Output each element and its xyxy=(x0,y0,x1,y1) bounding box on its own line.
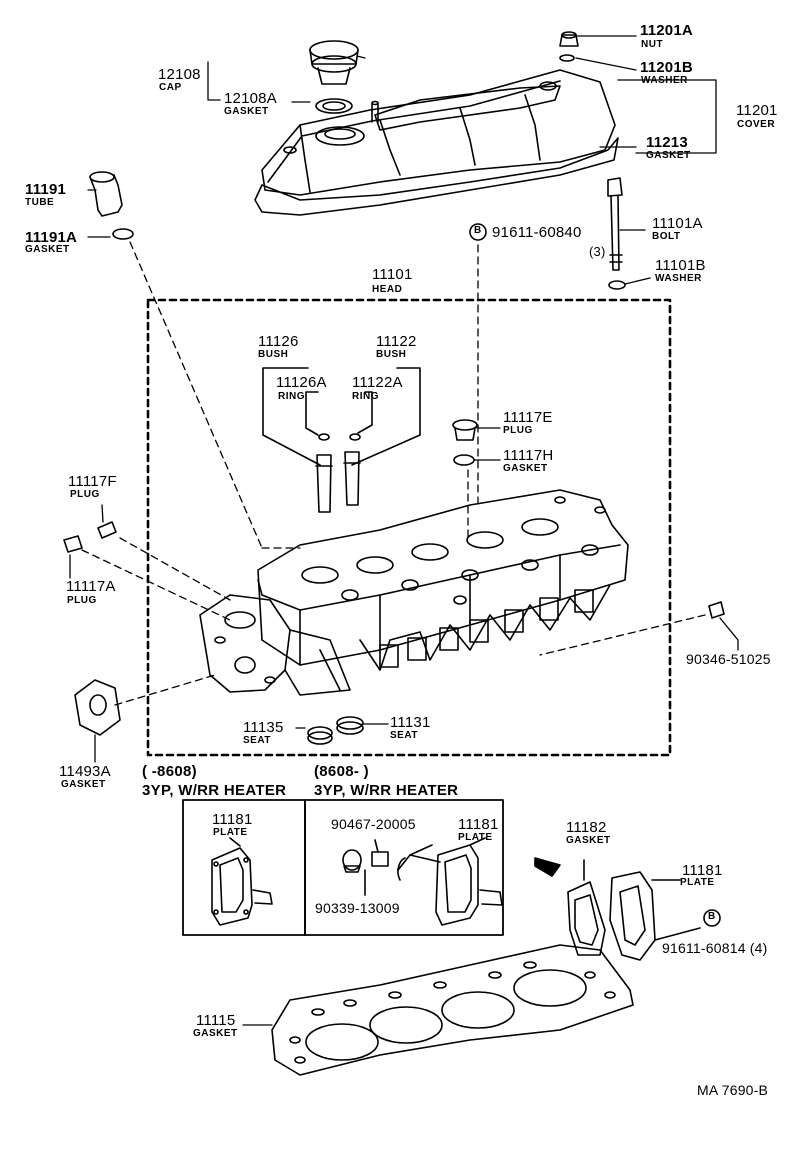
part-name-bolt: BOLT xyxy=(652,231,681,242)
part-number-91611-60814: 91611-60814 (4) xyxy=(662,940,768,956)
part-number-11101b: 11101B xyxy=(655,257,706,274)
solid-leader-lines xyxy=(69,35,739,763)
plug-11117e-illustration xyxy=(452,419,478,466)
part-number-91611-60840: 91611-60840 xyxy=(492,224,582,241)
part-name-gasket-11493a: GASKET xyxy=(61,779,106,790)
plugs-11117-illustration xyxy=(63,521,117,553)
part-number-11101a: 11101A xyxy=(652,215,703,232)
bush-11122-leader xyxy=(351,367,421,466)
gasket-11182-illustration xyxy=(534,857,606,956)
part-number-11122a: 11122A xyxy=(352,374,403,391)
dashed-assembly-lines xyxy=(81,241,706,706)
range-note-right: (8608- ) xyxy=(314,763,369,780)
part-name-head: HEAD xyxy=(372,284,403,295)
cylinder-head-casting-illustration xyxy=(199,489,629,696)
part-number-11115: 11115 xyxy=(196,1012,236,1029)
part-name-washer: WASHER xyxy=(641,75,688,86)
part-name-plug-11117a: PLUG xyxy=(67,595,97,606)
plate-11181-right-illustration xyxy=(609,871,701,961)
range-note-left: ( -8608) xyxy=(142,763,197,780)
b-marker-circles xyxy=(469,223,721,927)
head-assembly-boundary xyxy=(146,298,672,757)
part-name-gasket-11182: GASKET xyxy=(566,835,611,846)
part-name-plate-mid: PLATE xyxy=(458,832,493,843)
bush-11126-leader xyxy=(262,367,321,466)
stud-90346-illustration xyxy=(708,601,725,619)
part-number-11122: 11122 xyxy=(376,333,417,350)
part-number-11126a: 11126A xyxy=(276,374,327,391)
part-number-11181-left: 11181 xyxy=(212,811,253,828)
part-number-11213: 11213 xyxy=(646,134,688,151)
ring-11122a-leader xyxy=(357,391,373,434)
cylinder-head-cover-illustration xyxy=(254,69,619,216)
quantity-3: (3) xyxy=(589,244,606,259)
part-name-bush-11122: BUSH xyxy=(376,349,407,360)
part-name-tube: TUBE xyxy=(25,197,55,208)
part-number-90339-13009: 90339-13009 xyxy=(315,900,400,916)
spec-note-right: 3YP, W/RR HEATER xyxy=(314,782,459,799)
part-number-11135: 11135 xyxy=(243,719,284,736)
part-name-gasket-11115: GASKET xyxy=(193,1028,238,1039)
part-name-plug-11117e: PLUG xyxy=(503,425,533,436)
part-number-11126: 11126 xyxy=(258,333,299,350)
valve-guide-bushes-illustration xyxy=(315,433,361,513)
part-name-ring-11126a: RING xyxy=(278,391,305,402)
gasket-11493a-illustration xyxy=(74,679,121,736)
part-number-11181-mid: 11181 xyxy=(458,816,499,833)
part-number-12108: 12108 xyxy=(158,66,201,83)
part-name-nut: NUT xyxy=(641,39,664,50)
part-number-11191: 11191 xyxy=(25,181,67,198)
spec-note-left: 3YP, W/RR HEATER xyxy=(142,782,287,799)
part-number-11117a: 11117A xyxy=(66,578,116,595)
part-number-90467-20005: 90467-20005 xyxy=(331,816,416,832)
part-number-11101: 11101 xyxy=(372,266,413,283)
part-name-plate-right: PLATE xyxy=(680,877,715,888)
part-number-11181-right: 11181 xyxy=(682,862,723,879)
part-name-gasket-12108a: GASKET xyxy=(224,106,269,117)
part-number-11201b: 11201B xyxy=(640,59,693,76)
plate-mid-illustration xyxy=(342,837,503,926)
part-name-plug-11117f: PLUG xyxy=(70,489,100,500)
part-name-seat-11131: SEAT xyxy=(390,730,418,741)
plate-left-illustration xyxy=(211,837,273,926)
head-gasket-11115-illustration xyxy=(242,944,634,1076)
part-name-gasket-11117h: GASKET xyxy=(503,463,548,474)
head-bolt-illustration xyxy=(607,177,626,290)
part-name-washer-11101b: WASHER xyxy=(655,273,702,284)
oil-filler-cap-illustration xyxy=(309,40,359,114)
tube-illustration xyxy=(89,171,134,240)
part-name-bush-11126: BUSH xyxy=(258,349,289,360)
part-name-cap: CAP xyxy=(159,82,182,93)
part-name-seat-11135: SEAT xyxy=(243,735,271,746)
part-number-11131: 11131 xyxy=(390,714,431,731)
part-number-90346-51025: 90346-51025 xyxy=(686,651,771,667)
part-name-gasket-11213: GASKET xyxy=(646,150,691,161)
part-name-plate-left: PLATE xyxy=(213,827,248,838)
part-number-11493a: 11493A xyxy=(59,763,111,780)
part-number-11117e: 11117E xyxy=(503,409,553,426)
part-number-11201: 11201 xyxy=(736,102,778,119)
variant-box-right xyxy=(304,799,504,936)
part-name-ring-11122a: RING xyxy=(352,391,379,402)
valve-seats-illustration xyxy=(307,716,364,745)
b-marker-top: B xyxy=(474,225,482,236)
part-number-11117h: 11117H xyxy=(503,447,554,464)
b-marker-bottom: B xyxy=(708,911,716,922)
part-number-12108a: 12108A xyxy=(224,90,277,107)
cover-nut-illustration xyxy=(559,31,579,62)
part-name-cover: COVER xyxy=(737,119,776,130)
part-number-11201a: 11201A xyxy=(640,22,693,39)
drawing-code: MA 7690-B xyxy=(697,1082,769,1098)
part-number-11191a: 11191A xyxy=(25,229,78,246)
ring-11126a-leader xyxy=(305,391,319,436)
part-number-11117f: 11117F xyxy=(68,473,117,490)
part-number-11182: 11182 xyxy=(566,819,607,836)
part-name-gasket-11191a: GASKET xyxy=(25,244,70,255)
